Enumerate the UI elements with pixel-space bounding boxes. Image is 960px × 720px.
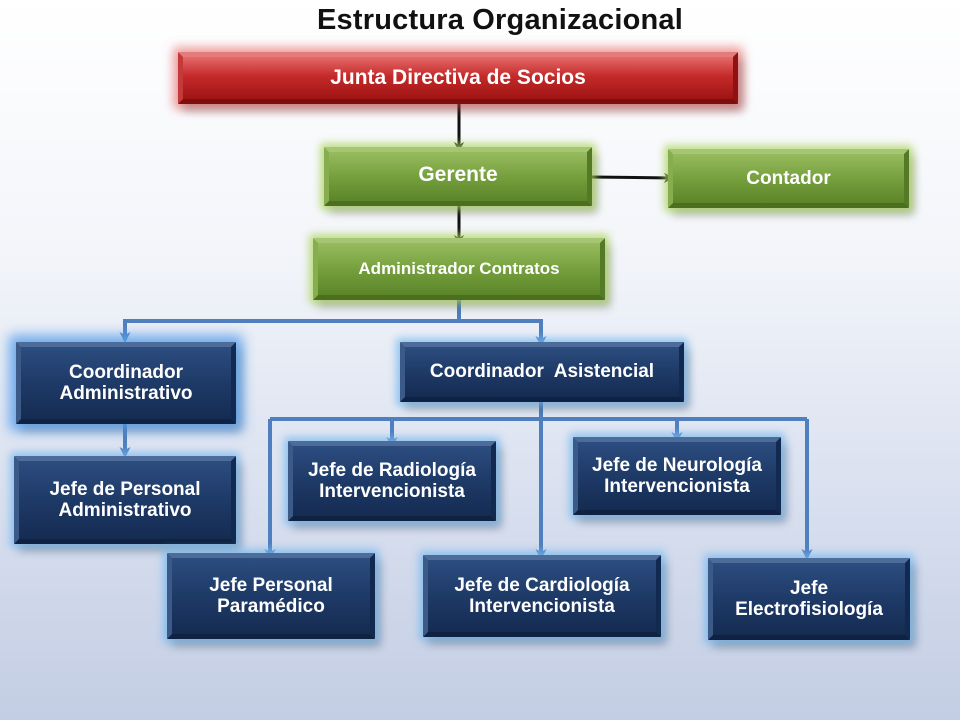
connector-gerente-contador xyxy=(591,172,674,183)
connector-coord-asistencial-jefes xyxy=(264,394,813,560)
page-title: Estructura Organizacional xyxy=(317,4,683,36)
box-jefe-cardiologia: Jefe de Cardiología Intervencionista xyxy=(423,555,661,637)
box-jefe-electrofisiologia: Jefe Electrofisiología xyxy=(708,558,910,640)
box-jefe-radiologia: Jefe de Radiología Intervencionista xyxy=(288,441,496,521)
box-coordinador-administrativo: Coordinador Administrativo xyxy=(16,342,236,424)
box-label-line2: Electrofisiología xyxy=(735,599,883,620)
box-contador: Contador xyxy=(668,149,909,208)
box-jefe-neurologia: Jefe de Neurología Intervencionista xyxy=(573,437,781,515)
box-label: Junta Directiva de Socios xyxy=(330,66,586,90)
box-label-line2: Intervencionista xyxy=(469,596,615,617)
box-administrador-contratos: Administrador Contratos xyxy=(313,238,605,300)
box-label: Coordinador Asistencial xyxy=(429,361,655,383)
box-label: Administrador Contratos xyxy=(358,259,560,279)
connector-administrador-coordinadores xyxy=(119,296,547,347)
box-label-line2: Administrativo xyxy=(58,500,192,521)
box-label-line1: Jefe de Neurología xyxy=(592,454,762,476)
box-label-line1: Coordinador xyxy=(69,361,183,383)
box-label-line2: Administrativo xyxy=(59,383,193,404)
box-label-line2: Paramédico xyxy=(217,596,325,617)
box-label-line2: Intervencionista xyxy=(604,476,750,497)
box-label: Contador xyxy=(746,167,831,189)
box-jefe-personal-administrativo: Jefe de Personal Administrativo xyxy=(14,456,236,544)
box-coordinador-asistencial: Coordinador Asistencial xyxy=(400,342,684,402)
box-jefe-personal-paramedico: Jefe Personal Paramédico xyxy=(167,553,375,639)
box-label: Gerente xyxy=(418,162,498,186)
box-label-line2: Intervencionista xyxy=(319,481,465,502)
box-label-line1: Jefe xyxy=(789,577,829,599)
box-label-line1: Jefe de Cardiología xyxy=(454,574,630,596)
box-label-line1: Jefe Personal xyxy=(209,574,333,596)
box-junta-directiva: Junta Directiva de Socios xyxy=(178,52,738,104)
box-gerente: Gerente xyxy=(324,147,592,206)
box-label-line1: Jefe de Personal xyxy=(49,478,201,500)
box-label-line1: Jefe de Radiología xyxy=(308,459,476,481)
